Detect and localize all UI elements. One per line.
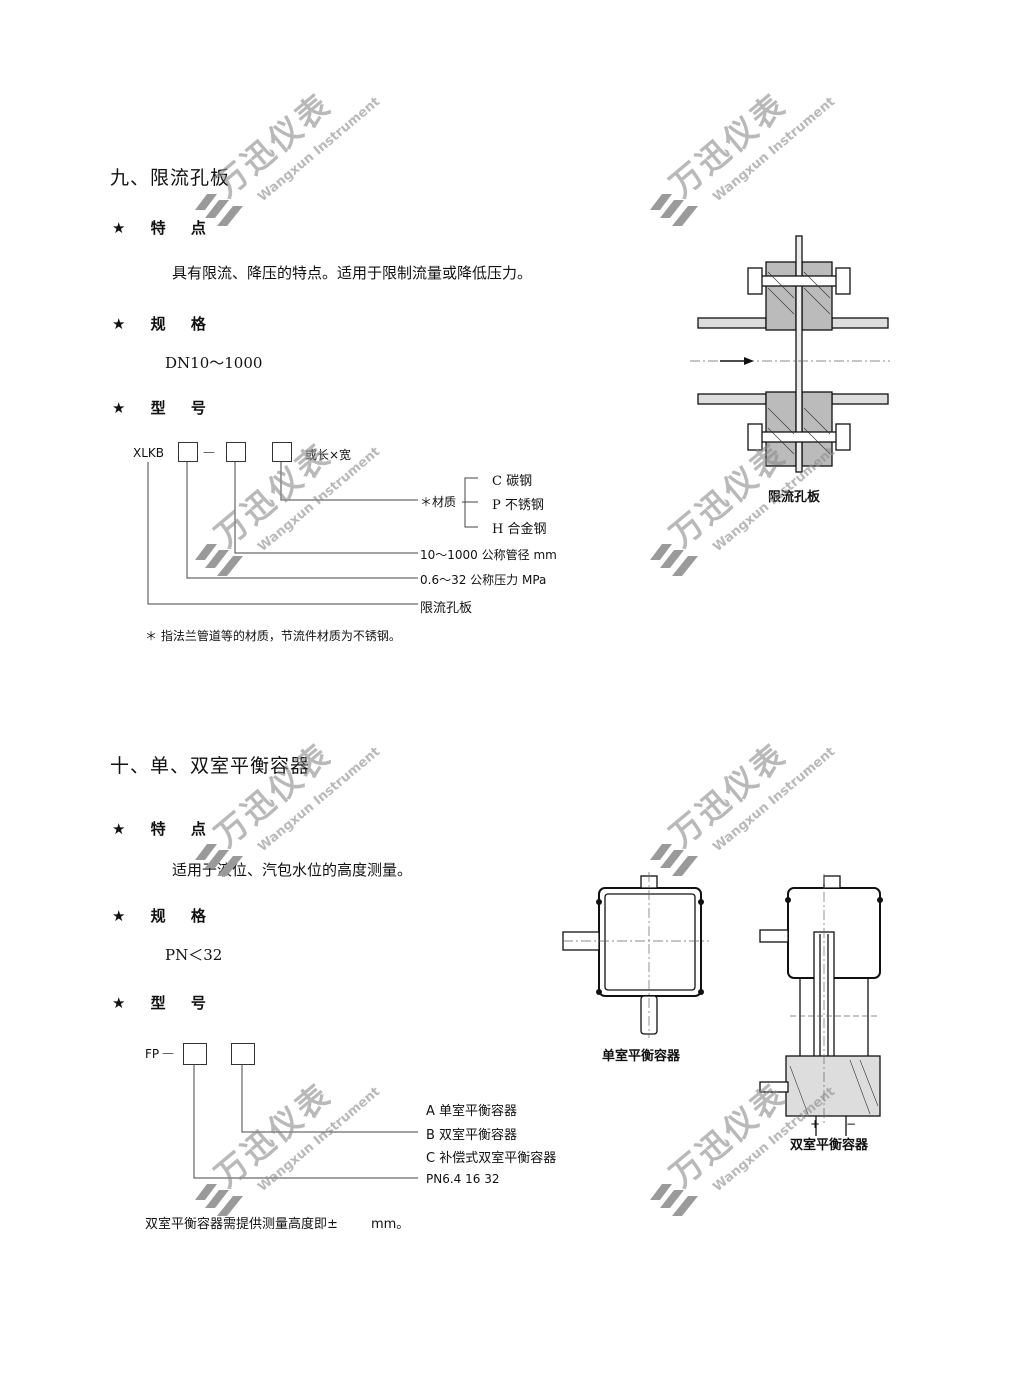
code-box-material — [272, 442, 292, 462]
model-prefix-2: FP — [145, 1047, 160, 1061]
spec-heading-2: ★ 规 格 — [112, 907, 216, 925]
line-name: 限流孔板 — [420, 601, 473, 616]
features-text: 具有限流、降压的特点。适用于限制流量或降低压力。 — [172, 264, 533, 282]
minus-sign: − — [846, 1117, 857, 1131]
features-heading: ★ 特 点 — [112, 219, 216, 237]
section-title-orifice: 九、限流孔板 — [110, 167, 231, 189]
features-heading-2: ★ 特 点 — [112, 820, 216, 838]
type-b: B 双室平衡容器 — [426, 1128, 518, 1143]
model-heading: ★ 型 号 — [112, 399, 216, 417]
code-dash: — — [203, 445, 215, 459]
orifice-plate-drawing — [690, 235, 890, 473]
model-heading-2: ★ 型 号 — [112, 994, 216, 1012]
model-prefix: XLKB — [133, 446, 165, 460]
material-note: ＊ 指法兰管道等的材质，节流件材质为不锈钢。 — [145, 629, 401, 643]
orifice-figure-caption: 限流孔板 — [768, 490, 821, 505]
model-suffix: 或长×宽 — [305, 448, 352, 462]
spec-text: DN10～1000 — [165, 354, 263, 372]
code-box-pressure — [178, 442, 198, 462]
material-h: H 合金钢 — [492, 522, 547, 537]
line-diameter: 10～1000 公称管径 mm — [420, 548, 557, 562]
spec-heading: ★ 规 格 — [112, 315, 216, 333]
height-note: 双室平衡容器需提供测量高度即± mm。 — [145, 1217, 410, 1232]
code-dash-2: — — [162, 1046, 174, 1060]
code-box-pn — [183, 1043, 207, 1065]
type-a: A 单室平衡容器 — [426, 1104, 518, 1119]
double-chamber-drawing — [759, 874, 883, 1136]
single-chamber-drawing — [562, 872, 709, 1038]
material-p: P 不锈钢 — [492, 498, 544, 513]
single-chamber-caption: 单室平衡容器 — [602, 1049, 681, 1064]
material-c: C 碳钢 — [492, 474, 533, 489]
code-box-type — [231, 1043, 255, 1065]
double-chamber-caption: 双室平衡容器 — [790, 1138, 869, 1153]
section-title-balance-container: 十、单、双室平衡容器 — [110, 755, 311, 777]
material-label: ＊材质 — [420, 495, 457, 509]
pn-line: PN6.4 16 32 — [426, 1172, 500, 1186]
code-box-diameter — [226, 442, 246, 462]
plus-sign: + — [810, 1117, 821, 1131]
spec-text-2: PN＜32 — [165, 946, 223, 964]
line-pressure: 0.6～32 公称压力 MPa — [420, 573, 547, 587]
type-c: C 补偿式双室平衡容器 — [426, 1151, 557, 1166]
